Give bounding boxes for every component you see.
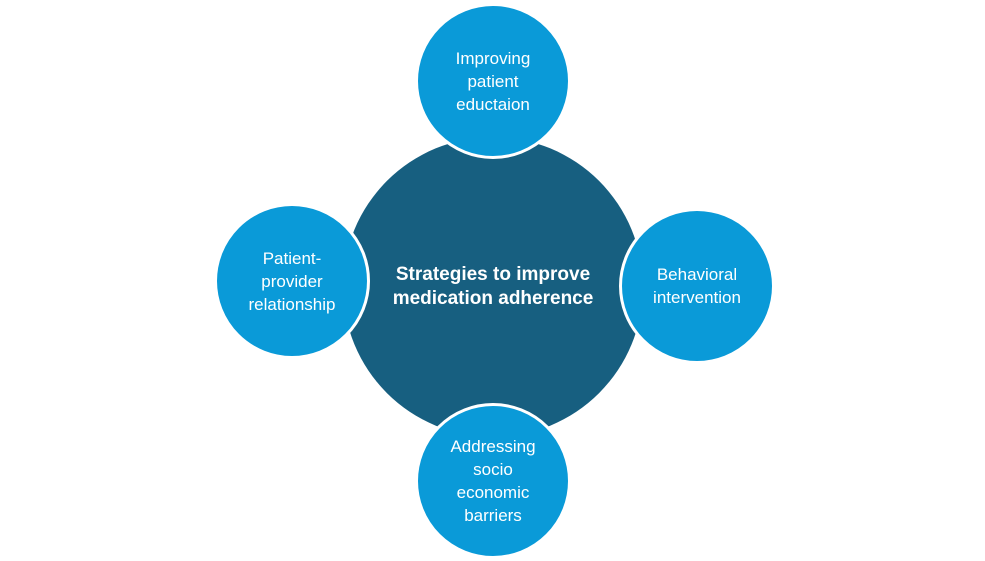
node-top-patient-education: Improving patient eductaion: [415, 3, 571, 159]
center-circle: Strategies to improve medication adheren…: [343, 137, 643, 437]
node-left-label: Patient- provider relationship: [248, 248, 336, 314]
node-right-behavioral-intervention: Behavioral intervention: [619, 208, 775, 364]
node-right-label: Behavioral intervention: [653, 265, 741, 307]
center-label: Strategies to improve medication adheren…: [392, 264, 594, 309]
node-left-patient-provider-relationship: Patient- provider relationship: [214, 203, 370, 359]
node-top-label: Improving patient eductaion: [455, 48, 531, 114]
node-bottom-socio-economic-barriers: Addressing socio economic barriers: [415, 403, 571, 559]
node-bottom-label: Addressing socio economic barriers: [450, 437, 536, 525]
